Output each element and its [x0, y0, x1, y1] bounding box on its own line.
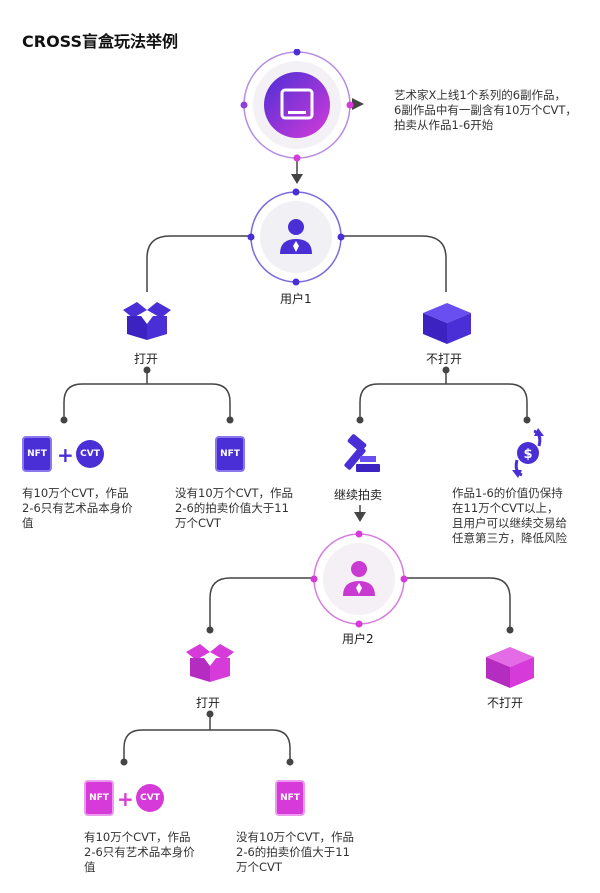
- intro-line-1: 艺术家X上线1个系列的6副作品，: [394, 88, 567, 102]
- gavel-icon: [344, 434, 380, 472]
- text-line: 万个CVT: [236, 860, 282, 874]
- intro-line-2: 6副作品中有一副含有10万个CVT，: [394, 103, 577, 117]
- text-line: 作品1-6的价值仍保持: [452, 486, 563, 500]
- hold-text: 作品1-6的价值仍保持 在11万个CVT以上， 且用户可以继续交易给 任意第三方…: [452, 486, 592, 546]
- auction-label: 继续拍卖: [334, 488, 383, 502]
- closed-box-icon: [423, 303, 471, 344]
- text-line: 没有10万个CVT，作品: [175, 486, 294, 500]
- user2-node: [310, 530, 408, 628]
- branch2-not-open-label: 不打开: [487, 696, 524, 710]
- branch1-open-right-text: 没有10万个CVT，作品 2-6的拍卖价值大于11 万个CVT: [175, 486, 315, 531]
- branch1-open-left-text: 有10万个CVT，作品 2-6只有艺术品本身价 值: [22, 486, 162, 531]
- branch2-open-label: 打开: [196, 696, 221, 710]
- text-line: 在11万个CVT以上，: [452, 501, 559, 515]
- text-line: 有10万个CVT，作品: [84, 830, 191, 844]
- text-line: 有10万个CVT，作品: [22, 486, 129, 500]
- text-line: 且用户可以继续交易给: [452, 516, 567, 530]
- text-line: 2-6的拍卖价值大于11: [236, 845, 350, 859]
- text-line: 没有10万个CVT，作品: [236, 830, 355, 844]
- nft-badge: NFT: [84, 780, 114, 816]
- open-box-icon: [186, 644, 234, 682]
- cvt-coin-icon: CVT: [136, 784, 164, 812]
- dollar-cycle-icon: $: [512, 428, 544, 478]
- text-line: 值: [22, 516, 34, 530]
- plus-icon: +: [117, 787, 134, 811]
- user1-node: [247, 188, 345, 286]
- artwork-node: [240, 49, 354, 162]
- nft-badge: NFT: [275, 780, 305, 816]
- cvt-coin-icon: CVT: [76, 440, 104, 468]
- nft-badge: NFT: [215, 436, 245, 472]
- user2-label: 用户2: [342, 632, 374, 646]
- text-line: 值: [84, 860, 96, 874]
- text-line: 2-6只有艺术品本身价: [84, 845, 195, 859]
- branch1-not-open-label: 不打开: [426, 352, 463, 366]
- plus-icon: +: [57, 443, 74, 467]
- text-line: 2-6的拍卖价值大于11: [175, 501, 289, 515]
- page-title: CROSS盲盒玩法举例: [22, 32, 178, 51]
- branch2-open-left-text: 有10万个CVT，作品 2-6只有艺术品本身价 值: [84, 830, 224, 875]
- text-line: 2-6只有艺术品本身价: [22, 501, 133, 515]
- text-line: 任意第三方，降低风险: [452, 531, 567, 545]
- closed-box-icon: [486, 647, 534, 688]
- nft-badge: NFT: [22, 436, 52, 472]
- user1-label: 用户1: [280, 292, 312, 306]
- open-box-icon: [123, 302, 171, 340]
- intro-line-3: 拍卖从作品1-6开始: [394, 118, 494, 132]
- branch2-open-right-text: 没有10万个CVT，作品 2-6的拍卖价值大于11 万个CVT: [236, 830, 376, 875]
- svg-text:$: $: [523, 447, 532, 462]
- branch1-open-label: 打开: [134, 352, 159, 366]
- text-line: 万个CVT: [175, 516, 221, 530]
- intro-text: 艺术家X上线1个系列的6副作品， 6副作品中有一副含有10万个CVT， 拍卖从作…: [394, 88, 594, 133]
